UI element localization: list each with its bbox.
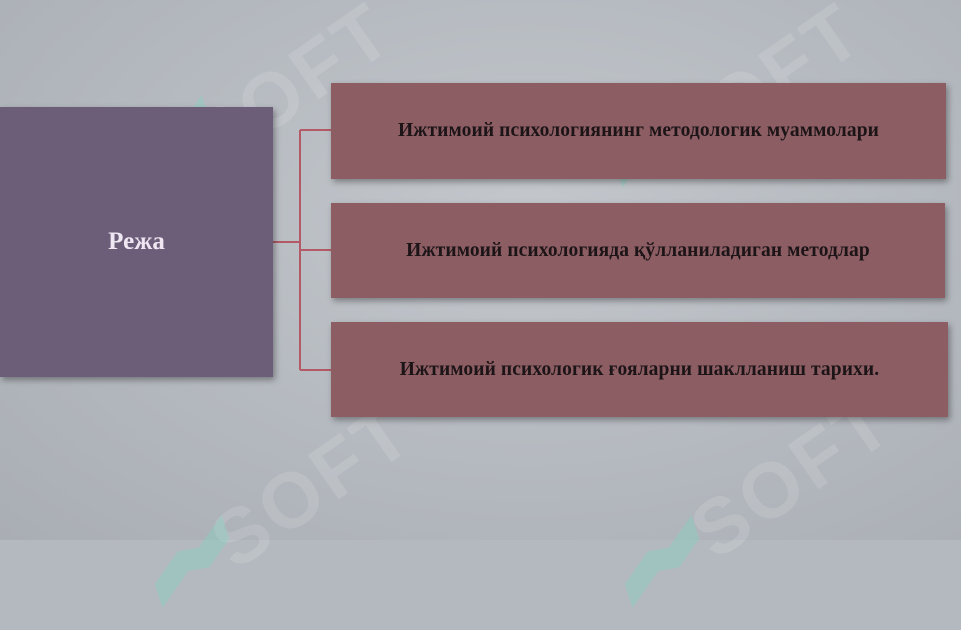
main-topic-label: Режа (108, 228, 165, 255)
plan-item-box: Ижтимоий психологик ғояларни шаклланиш т… (331, 322, 948, 417)
plan-item-label: Ижтимоий психологиянинг методологик муам… (397, 120, 880, 141)
plan-item-box: Ижтимоий психологиянинг методологик муам… (331, 83, 946, 179)
plan-item-label: Ижтимоий психологик ғояларни шаклланиш т… (399, 358, 880, 380)
plan-item-box: Ижтимоий психологияда қўлланиладиган мет… (331, 203, 945, 298)
main-topic-box: Режа (0, 107, 273, 377)
plan-item-label: Ижтимоий психологияда қўлланиладиган мет… (406, 239, 870, 261)
